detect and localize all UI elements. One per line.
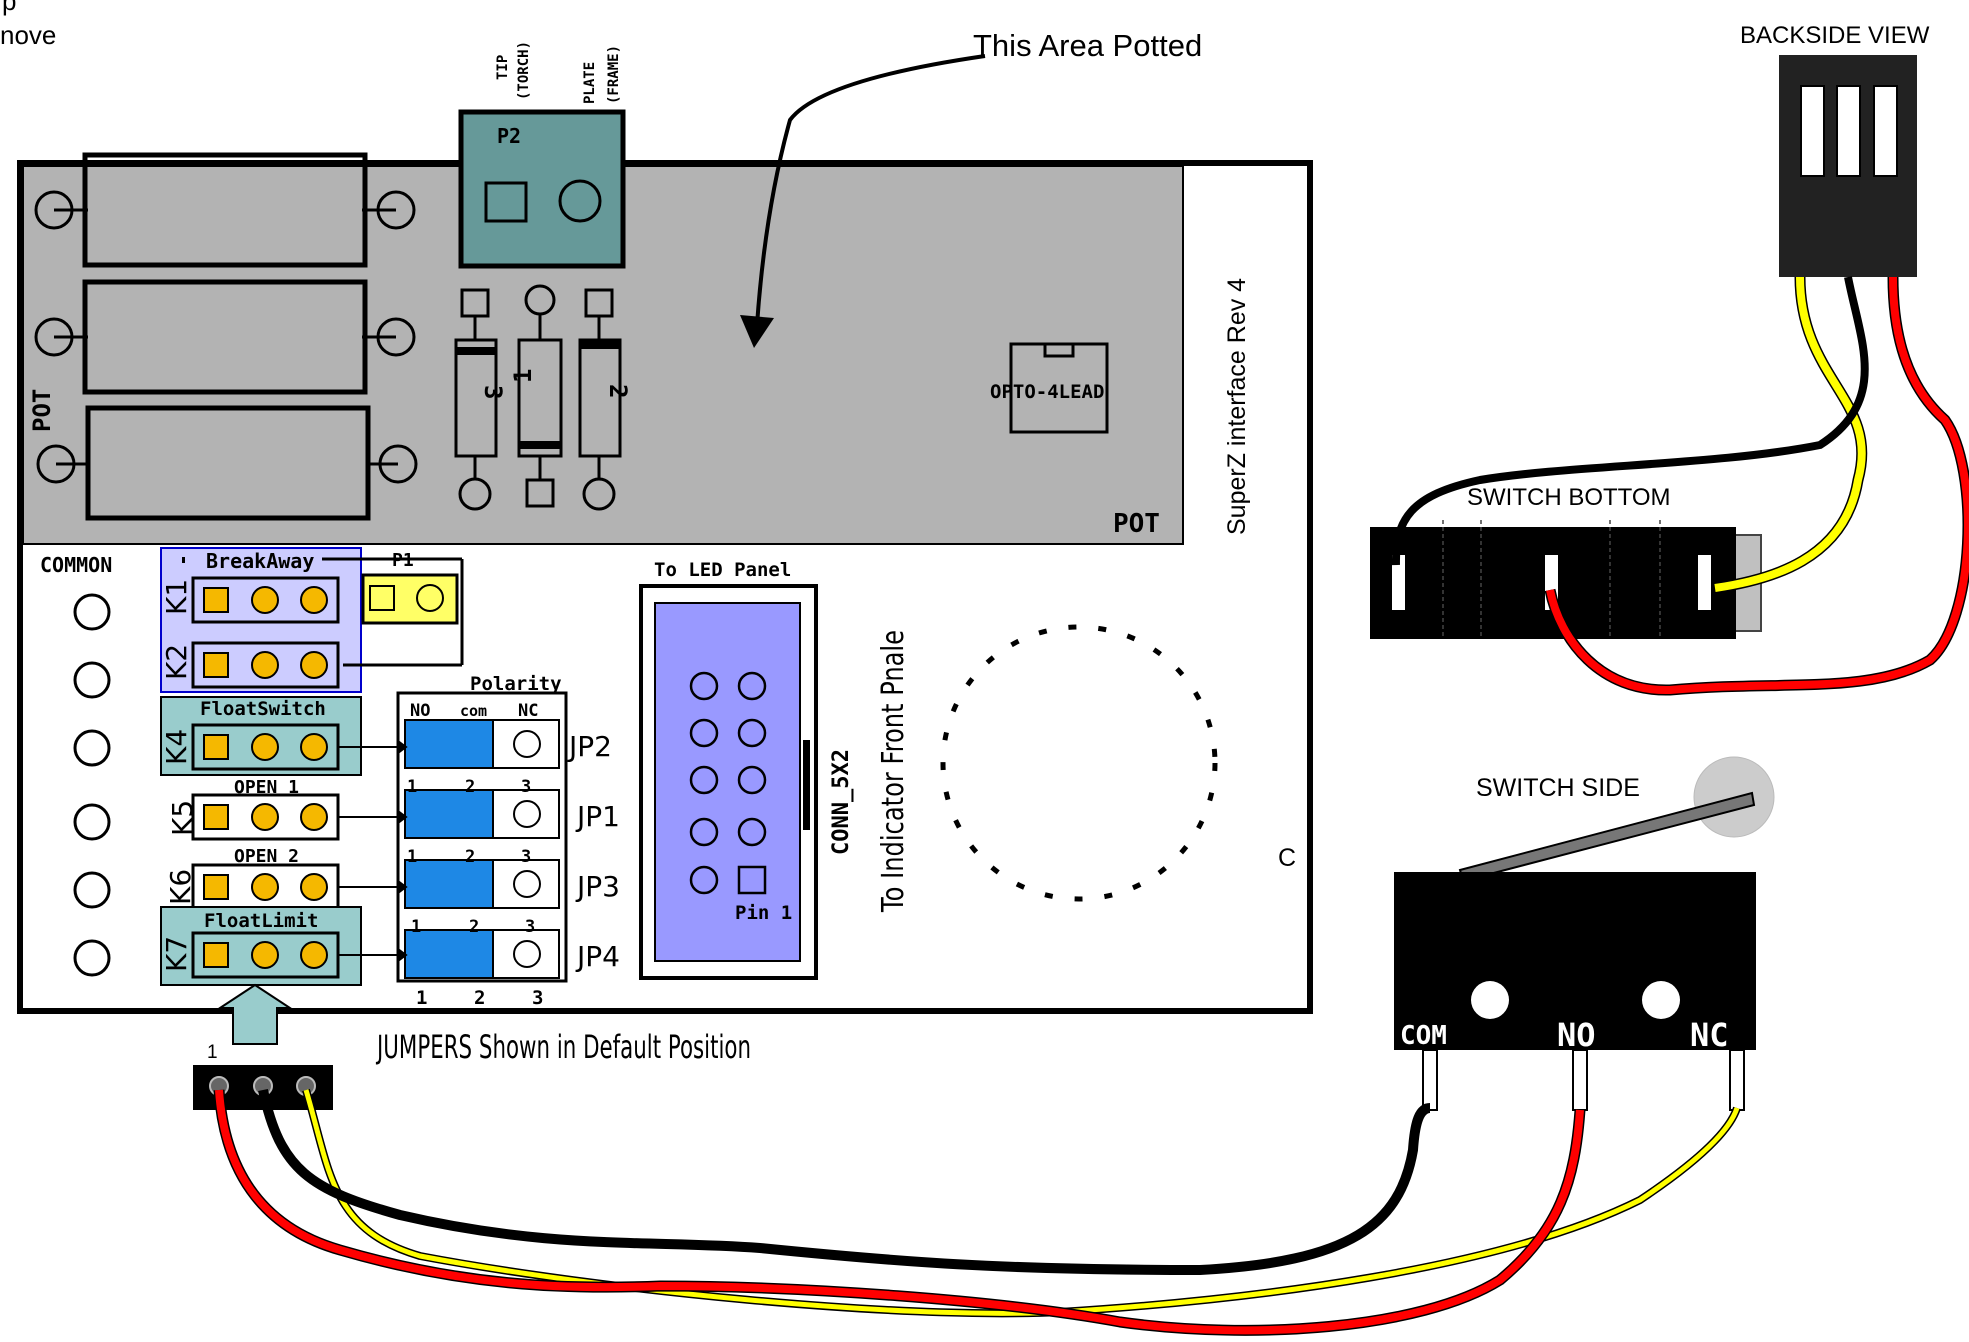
switch-hole-left xyxy=(1471,981,1509,1019)
conn-sub-label: To Indicator Front Pnale xyxy=(876,630,911,913)
common-pads xyxy=(73,593,111,977)
relay-label-k6: K6 xyxy=(164,869,197,905)
corner-note-line1: p xyxy=(2,0,16,16)
polarity-jumpers xyxy=(404,719,560,979)
led-panel-label: To LED Panel xyxy=(654,559,791,581)
backside-label: BACKSIDE VIEW xyxy=(1740,22,1930,49)
potted-arrow xyxy=(755,54,986,326)
conn-label: CONN_5X2 xyxy=(829,749,854,855)
switch-side-label: SWITCH SIDE xyxy=(1476,774,1640,802)
switch-terminal-nc: NC xyxy=(1690,1016,1729,1054)
switch-bottom-seams xyxy=(1442,520,1661,639)
diode-label-1: 1 xyxy=(509,369,537,383)
relay-label-k2: K2 xyxy=(160,644,193,680)
relay-pin-rows xyxy=(160,576,362,986)
p1-label: P1 xyxy=(392,550,414,571)
c-label: C xyxy=(1278,844,1296,872)
board-title: SuperZ interface Rev 4 xyxy=(1223,278,1251,535)
led-connector-pins xyxy=(689,671,767,895)
corner-note-line2: nove xyxy=(0,20,56,50)
svg-text:1: 1 xyxy=(411,917,421,937)
relay-label-k5: K5 xyxy=(166,800,199,836)
diode-label-3: 3 xyxy=(479,385,507,399)
switch-bottom-label: SWITCH BOTTOM xyxy=(1467,484,1671,511)
jumper-label-jp1: JP1 xyxy=(575,800,620,833)
led-connector-body xyxy=(654,602,801,962)
breakaway-label: BreakAway xyxy=(206,549,314,573)
floatlimit-label: FloatLimit xyxy=(204,910,318,932)
polarity-col-no: NO xyxy=(410,701,430,721)
diode-label-2: 2 xyxy=(604,384,632,398)
relay-jumper-arrows xyxy=(338,739,408,963)
p2-label: P2 xyxy=(497,124,521,148)
led-connector-key xyxy=(803,740,810,830)
plate-label: PLATE xyxy=(582,62,598,104)
opto-chip xyxy=(1009,342,1109,434)
svg-text:3: 3 xyxy=(525,917,535,937)
open2-label: OPEN 2 xyxy=(234,846,299,867)
jumper-label-jp2: JP2 xyxy=(567,730,612,763)
svg-text:3: 3 xyxy=(521,777,531,797)
open1-label: OPEN 1 xyxy=(234,777,299,798)
svg-text:3: 3 xyxy=(521,847,531,867)
potted-label: This Area Potted xyxy=(973,28,1202,63)
svg-text:1: 1 xyxy=(407,847,417,867)
potted-arrow-head xyxy=(740,315,774,348)
backside-slots xyxy=(1800,85,1898,177)
polarity-title: Polarity xyxy=(470,673,562,695)
p1-header xyxy=(361,573,459,625)
svg-text:1: 1 xyxy=(407,777,417,797)
relay-label-k4: K4 xyxy=(160,729,193,765)
tip-label: TIP xyxy=(495,55,511,80)
common-label: COMMON xyxy=(40,553,112,577)
switch-lever xyxy=(1458,791,1756,883)
switch-terminal-no: NO xyxy=(1557,1016,1596,1054)
wire-black-lower xyxy=(258,1088,1431,1276)
switch-terminal-tabs xyxy=(1422,1049,1745,1111)
opto-label: OPTO-4LEAD xyxy=(990,381,1104,403)
wire-yellow-upper xyxy=(1714,276,1866,592)
polarity-col-com: com xyxy=(460,702,487,720)
switch-body xyxy=(1394,872,1756,1050)
svg-text:2: 2 xyxy=(465,847,475,867)
wire-red-lower xyxy=(215,1089,1584,1335)
wire-red-upper xyxy=(1546,276,1969,695)
breakaway-label-bg xyxy=(185,549,322,571)
pot-label-right: POT xyxy=(1113,509,1160,539)
svg-text:1: 1 xyxy=(416,987,427,1009)
polarity-pin-numbers: 1 2 3 1 2 3 1 2 3 1 2 3 xyxy=(407,777,543,1009)
jumpers-note: JUMPERS Shown in Default Position xyxy=(376,1028,751,1066)
svg-text:2: 2 xyxy=(474,987,485,1009)
relay-label-k7: K7 xyxy=(160,936,193,972)
jumper-label-jp3: JP3 xyxy=(575,870,620,903)
switch-hole-right xyxy=(1642,981,1680,1019)
svg-text:2: 2 xyxy=(469,917,479,937)
relay-label-k1: K1 xyxy=(160,579,193,615)
tip-sub-label: (TORCH) xyxy=(516,41,532,100)
header-arrow xyxy=(216,983,294,1045)
diodes xyxy=(454,284,622,511)
switch-terminal-com: COM xyxy=(1400,1021,1447,1051)
jumper-label-jp4: JP4 xyxy=(575,940,620,973)
floatswitch-label: FloatSwitch xyxy=(200,698,326,720)
pin1-label: Pin 1 xyxy=(735,902,792,924)
polarity-col-nc: NC xyxy=(518,701,538,721)
svg-text:2: 2 xyxy=(465,777,475,797)
pot-label-left: POT xyxy=(28,389,56,432)
wire-black-upper xyxy=(1391,276,1869,566)
header-pin-label: 1 xyxy=(207,1042,218,1063)
relay-blocks xyxy=(34,152,418,521)
p2-connector xyxy=(458,109,626,269)
plate-sub-label: (FRAME) xyxy=(606,45,622,104)
svg-text:3: 3 xyxy=(532,987,543,1009)
mounting-hole-outline xyxy=(940,624,1218,902)
